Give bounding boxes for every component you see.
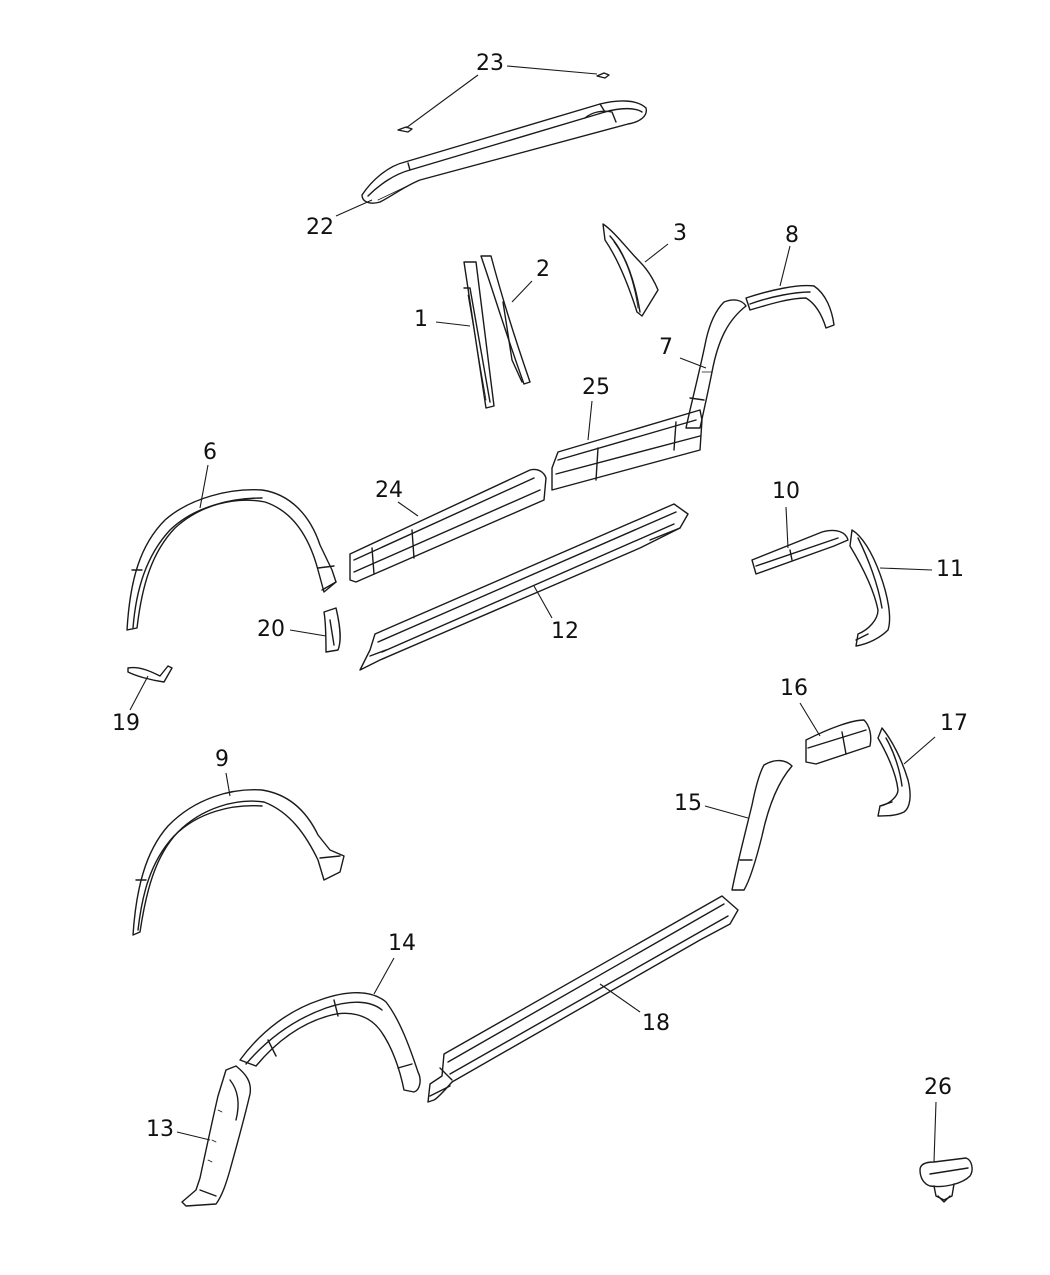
part-7-rear-door-flare bbox=[685, 299, 747, 429]
part-23-clip-right bbox=[596, 72, 610, 79]
leader-19 bbox=[129, 675, 149, 711]
part-23-clip-left bbox=[397, 126, 413, 133]
part-17-rear-bumper-corner-alt bbox=[877, 727, 911, 817]
part-3-c-pillar-applique bbox=[602, 223, 659, 317]
callout-16: 16 bbox=[780, 676, 808, 701]
callout-25: 25 bbox=[582, 375, 610, 400]
callout-3: 3 bbox=[673, 221, 687, 246]
leader-16 bbox=[799, 702, 821, 737]
callout-2: 2 bbox=[536, 257, 550, 282]
leader-1 bbox=[435, 321, 471, 327]
leader-26 bbox=[933, 1101, 937, 1163]
callout-9: 9 bbox=[215, 747, 229, 772]
leader-13 bbox=[176, 1131, 211, 1141]
callout-17: 17 bbox=[940, 711, 968, 736]
leader-7 bbox=[679, 357, 707, 369]
part-15-rear-door-flare-alt bbox=[731, 759, 793, 891]
leader-18 bbox=[599, 983, 641, 1013]
callout-24: 24 bbox=[375, 478, 403, 503]
part-9-front-wheel-flare-alt bbox=[132, 789, 345, 936]
leader-2 bbox=[511, 280, 533, 303]
callout-11: 11 bbox=[936, 557, 964, 582]
part-2-b-pillar-applique-outer bbox=[480, 255, 531, 385]
leader-22 bbox=[335, 199, 373, 217]
leader-14 bbox=[373, 957, 395, 995]
callout-numbers: 23 22 1 2 3 8 7 25 6 24 10 11 12 20 19 1… bbox=[112, 51, 968, 1142]
part-22-roof-rail bbox=[361, 100, 647, 204]
part-12-front-rocker-molding bbox=[359, 503, 689, 671]
part-8-rear-flare-upper bbox=[745, 284, 835, 329]
part-18-rear-rocker-molding bbox=[427, 895, 739, 1103]
part-25-rear-door-molding bbox=[551, 409, 703, 491]
callout-26: 26 bbox=[924, 1075, 952, 1100]
callout-1: 1 bbox=[414, 307, 428, 332]
leader-3 bbox=[644, 243, 669, 263]
callout-19: 19 bbox=[112, 711, 140, 736]
part-10-rear-quarter-piece bbox=[751, 529, 849, 575]
leader-24 bbox=[397, 501, 419, 517]
part-6-front-wheel-flare bbox=[126, 489, 337, 631]
part-11-rear-bumper-corner bbox=[849, 529, 891, 647]
part-20-bracket bbox=[323, 607, 341, 653]
part-26-push-clip bbox=[919, 1157, 973, 1203]
leader-10 bbox=[785, 506, 789, 549]
callout-12: 12 bbox=[551, 619, 579, 644]
leader-15 bbox=[704, 805, 749, 819]
callout-15: 15 bbox=[674, 791, 702, 816]
leader-25 bbox=[587, 400, 593, 441]
callout-7: 7 bbox=[659, 335, 673, 360]
leader-9 bbox=[225, 772, 231, 797]
leader-12 bbox=[533, 585, 553, 619]
part-1-b-pillar-applique bbox=[463, 261, 495, 409]
callout-22: 22 bbox=[306, 215, 334, 240]
leader-23a bbox=[506, 65, 598, 75]
callout-14: 14 bbox=[388, 931, 416, 956]
leader-17 bbox=[903, 736, 936, 765]
callout-18: 18 bbox=[642, 1011, 670, 1036]
callout-13: 13 bbox=[146, 1117, 174, 1142]
leader-20 bbox=[289, 629, 327, 637]
leader-23b bbox=[405, 74, 479, 129]
part-24-front-door-molding bbox=[349, 468, 547, 583]
callout-20: 20 bbox=[257, 617, 285, 642]
leader-8 bbox=[779, 245, 791, 287]
leader-11 bbox=[879, 567, 933, 571]
callout-23: 23 bbox=[476, 51, 504, 76]
part-16-quarter-piece-alt bbox=[805, 719, 872, 765]
part-13-wheel-arch-lower bbox=[181, 1065, 252, 1207]
part-19-seal bbox=[127, 665, 173, 683]
callout-6: 6 bbox=[203, 440, 217, 465]
callout-8: 8 bbox=[785, 223, 799, 248]
callout-10: 10 bbox=[772, 479, 800, 504]
leader-6 bbox=[199, 464, 209, 509]
leader-lines bbox=[129, 65, 937, 1163]
part-14-wheel-arch-alt bbox=[239, 992, 421, 1093]
